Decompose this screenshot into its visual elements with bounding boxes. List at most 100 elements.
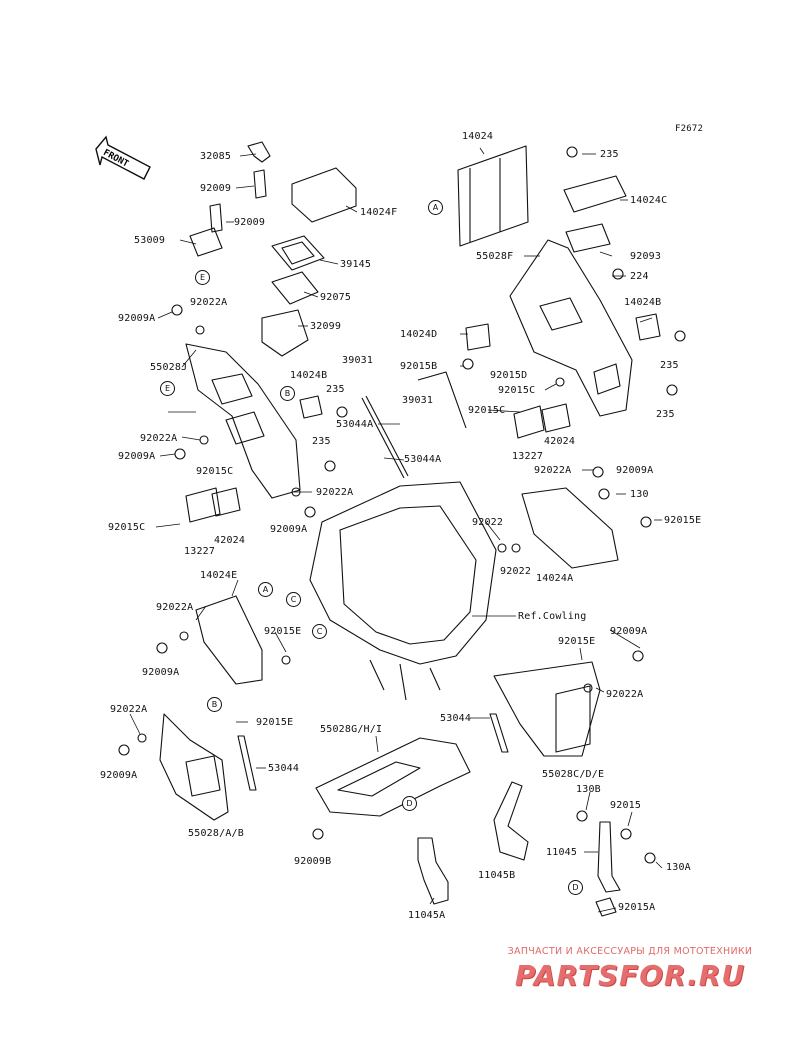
part-label: 14024F — [360, 207, 398, 218]
part-label: 92022A — [156, 602, 194, 613]
part-53044-strip-b — [237, 735, 257, 791]
part-label: 42024 — [214, 535, 246, 546]
part-label: 39145 — [340, 259, 372, 270]
part-label: 55028F — [476, 251, 514, 262]
ref-marker: C — [286, 592, 301, 607]
part-label: 14024B — [624, 297, 662, 308]
part-92093-gasket — [565, 223, 611, 253]
ref-marker: E — [160, 381, 175, 396]
part-label: 11045A — [408, 910, 446, 921]
front-arrow-icon — [95, 135, 151, 180]
part-label: 53044A — [404, 454, 442, 465]
part-label: 130B — [576, 784, 601, 795]
part-label: 92009A — [118, 451, 156, 462]
part-label: 130 — [630, 489, 649, 500]
part-label: 92093 — [630, 251, 662, 262]
part-label: 55028J — [150, 362, 188, 373]
part-14024B-bracket — [299, 395, 323, 419]
part-42024-switch — [211, 487, 241, 517]
part-11045B-bracket — [493, 781, 529, 861]
part-label: 92015A — [618, 902, 656, 913]
part-53009-plate — [189, 227, 223, 257]
ref-marker: B — [207, 697, 222, 712]
part-14024E-bracket — [195, 595, 263, 685]
part-13227-switch — [185, 487, 221, 523]
part-label: 14024D — [400, 329, 438, 340]
part-label: 92022A — [316, 487, 354, 498]
part-label: Ref.Cowling — [518, 611, 587, 622]
part-42024-switch-b — [541, 403, 571, 433]
part-label: 92015E — [256, 717, 294, 728]
part-13227-switch-b — [513, 405, 545, 439]
part-label: 55028G/H/I — [320, 724, 383, 735]
part-39145-gasket — [271, 235, 325, 271]
part-label: 130A — [666, 862, 691, 873]
part-label: 14024C — [630, 195, 668, 206]
part-label: 11045B — [478, 870, 516, 881]
part-label: 92009A — [610, 626, 648, 637]
part-label: 92022 — [472, 517, 504, 528]
part-label: 92015E — [264, 626, 302, 637]
part-92009-bolt — [253, 169, 267, 199]
part-53044A-rod — [361, 397, 405, 479]
part-label: 235 — [600, 149, 619, 160]
watermark-subtitle: ЗАПЧАСТИ И АКСЕССУАРЫ ДЛЯ МОТОТЕХНИКИ — [507, 946, 753, 957]
part-label: 39031 — [342, 355, 374, 366]
watermark: ЗАПЧАСТИ И АКСЕССУАРЫ ДЛЯ МОТОТЕХНИКИ PA… — [470, 946, 790, 992]
part-label: 235 — [656, 409, 675, 420]
part-label: 92009A — [616, 465, 654, 476]
figure-id: F2672 — [675, 124, 704, 134]
part-92075-pad — [271, 271, 319, 305]
part-label: 92015D — [490, 370, 528, 381]
part-label: 92015E — [664, 515, 702, 526]
part-14024D-bracket — [465, 323, 491, 351]
part-label: 53044A — [336, 419, 374, 430]
part-label: 11045 — [546, 847, 578, 858]
part-14024A-bracket — [521, 487, 619, 569]
ref-marker: A — [258, 582, 273, 597]
part-label: 92015C — [498, 385, 536, 396]
part-92009b-bolt — [209, 203, 223, 233]
part-label: 235 — [326, 384, 345, 395]
ref-marker: E — [195, 270, 210, 285]
part-label: 92022A — [534, 465, 572, 476]
part-label: 14024E — [200, 570, 238, 581]
part-14024C-lid — [563, 175, 627, 213]
part-label: 235 — [660, 360, 679, 371]
part-label: 92022A — [606, 689, 644, 700]
part-14024F-lid — [291, 167, 357, 223]
part-label: 53044 — [440, 713, 472, 724]
part-53044A-rod-b — [417, 371, 467, 429]
ref-marker: C — [312, 624, 327, 639]
part-label: 92015B — [400, 361, 438, 372]
part-label: 14024A — [536, 573, 574, 584]
watermark-brand: PARTSFOR.RU — [514, 959, 746, 992]
part-53044-strip — [489, 713, 509, 753]
part-label: 14024 — [462, 131, 494, 142]
part-label: 235 — [312, 436, 331, 447]
part-label: 92009A — [142, 667, 180, 678]
part-label: 92015E — [558, 636, 596, 647]
part-55028GHI-panel — [315, 737, 471, 817]
part-label: 92022 — [500, 566, 532, 577]
part-label: 39031 — [402, 395, 434, 406]
part-label: 224 — [630, 271, 649, 282]
part-32099-filter — [261, 309, 309, 357]
part-label: 13227 — [184, 546, 216, 557]
part-label: 92022A — [190, 297, 228, 308]
part-label: 92009 — [234, 217, 266, 228]
part-label: 53044 — [268, 763, 300, 774]
part-frame — [309, 481, 497, 665]
part-label: 55028C/D/E — [542, 769, 605, 780]
ref-marker: B — [280, 386, 295, 401]
part-32085-bracket — [247, 141, 271, 163]
part-label: 92022A — [110, 704, 148, 715]
part-label: 92075 — [320, 292, 352, 303]
part-label: 92009A — [118, 313, 156, 324]
part-label: 92015 — [610, 800, 642, 811]
part-label: 92015C — [196, 466, 234, 477]
ref-marker: D — [402, 796, 417, 811]
part-14024B-bracket-b — [635, 313, 661, 341]
part-label: 32099 — [310, 321, 342, 332]
